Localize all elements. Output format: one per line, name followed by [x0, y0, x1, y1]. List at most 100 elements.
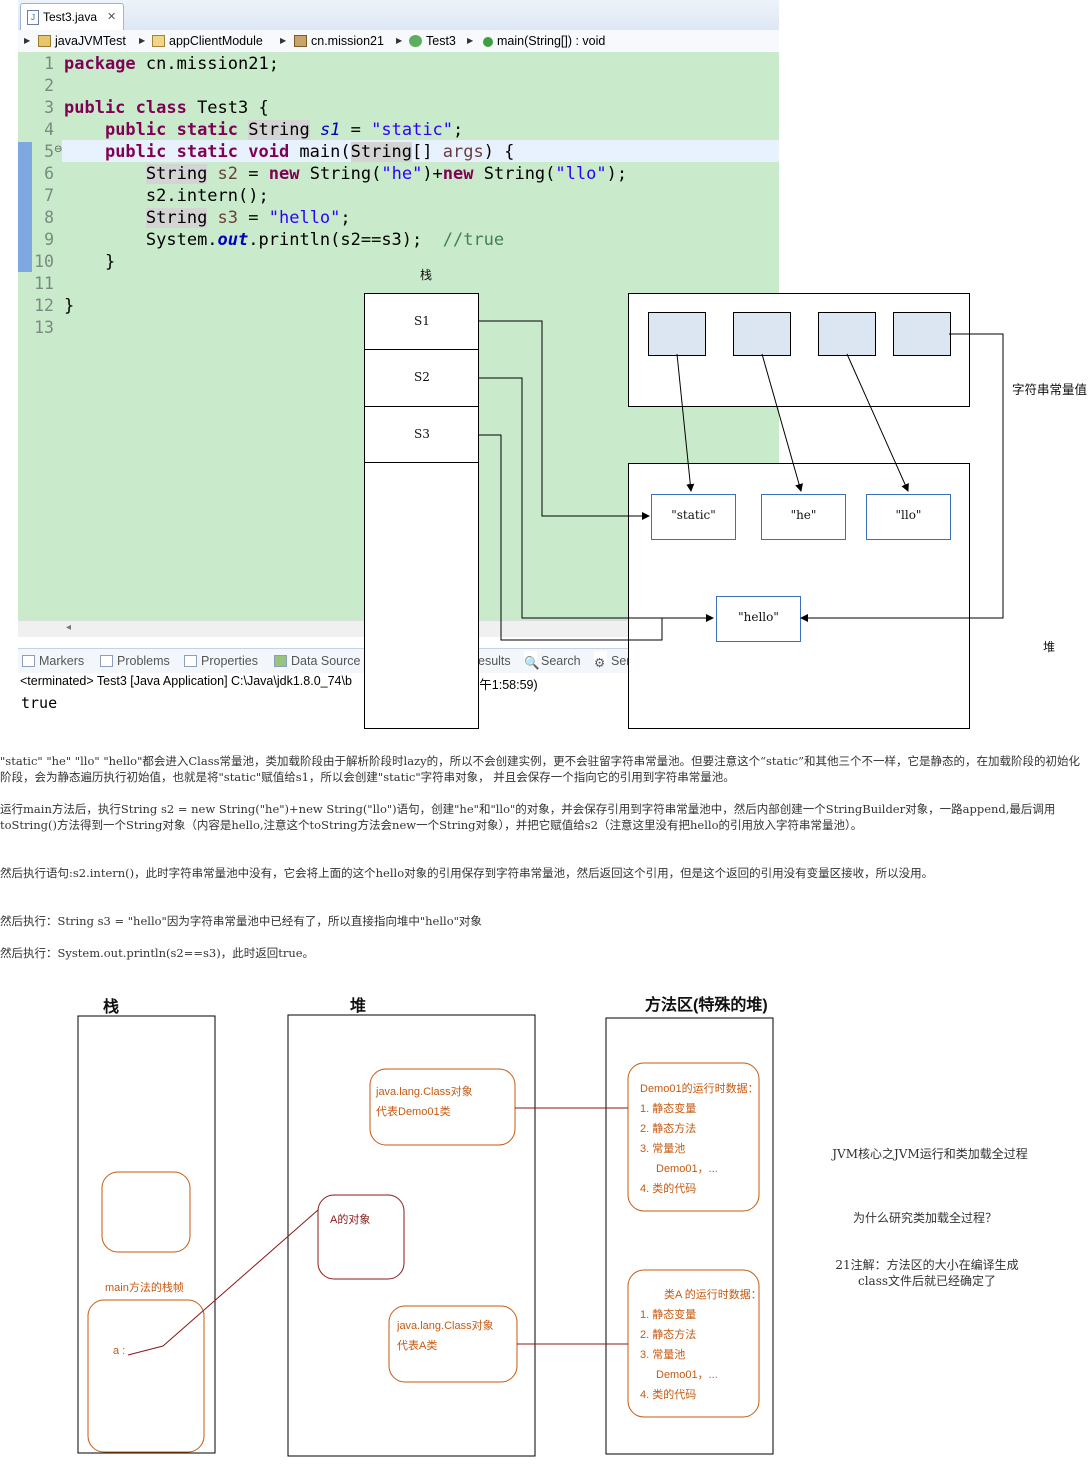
- heap-object-label: "hello": [738, 610, 779, 624]
- stack-slot-s1: S1: [414, 314, 430, 328]
- code-line-5: public static void main(String[] args) {: [104, 142, 515, 162]
- divider: [364, 462, 479, 463]
- arrow-pool-hello: [800, 333, 1004, 622]
- heap-object-label: "llo": [895, 508, 922, 522]
- line-number: 6: [44, 164, 54, 183]
- code-line-10: }: [104, 252, 116, 272]
- column-title-heap: 堆: [350, 998, 367, 1015]
- arrow-pool-he: [761, 353, 803, 492]
- chevron-right-icon: ▶: [396, 36, 403, 45]
- arrow-pool-llo: [846, 353, 909, 492]
- data-source-icon: [274, 655, 287, 667]
- code-line-8: String s3 = "hello";: [145, 208, 351, 228]
- a-object: [317, 1194, 405, 1280]
- terminated-label: <terminated> Test3 [Java Application] C:…: [20, 674, 352, 688]
- arrow-pool-static: [676, 353, 695, 492]
- explanation-paragraph-1: "static" "he" "llo" "hello"都会进入Class常量池，…: [0, 754, 1080, 784]
- runtime-data-a-text: 类A 的运行时数据： 1. 静态变量 2. 静态方法 3. 常量池 Demo01…: [640, 1289, 762, 1401]
- column-title-method-area: 方法区(特殊的堆): [645, 997, 768, 1014]
- heap-object-label: "he": [790, 508, 817, 522]
- console-output: true: [21, 694, 58, 712]
- tab-label: Test3.java: [43, 10, 98, 24]
- a-object-label: A的对象: [330, 1214, 371, 1226]
- heap-object-label: "static": [671, 508, 716, 522]
- code-line-4: public static String s1 = "static";: [104, 120, 464, 140]
- code-line-6: String s2 = new String("he")+new String(…: [145, 164, 628, 184]
- method-area: [605, 1017, 774, 1455]
- memory-areas: [77, 1014, 774, 1457]
- heap-object-static: [651, 494, 736, 540]
- pool-ref-1: [648, 312, 706, 356]
- line-number: 13: [34, 318, 54, 337]
- fold-icon[interactable]: ⊖: [54, 144, 63, 155]
- tab-markers[interactable]: Markers: [22, 649, 84, 673]
- divider: [364, 349, 479, 350]
- runtime-data-demo01-text: Demo01的运行时数据： 1. 静态变量 2. 静态方法 3. 常量池 Dem…: [640, 1083, 759, 1195]
- chevron-left-icon[interactable]: ◂: [66, 622, 72, 633]
- tab-search[interactable]: 🔍Search: [524, 649, 581, 673]
- properties-icon: [184, 655, 197, 667]
- line-number: 4: [44, 120, 54, 139]
- main-frame-label: main方法的栈帧: [105, 1282, 184, 1294]
- breadcrumb-source-folder[interactable]: appClientModule: [152, 30, 263, 52]
- chevron-right-icon: ▶: [280, 36, 287, 45]
- line-number: 5: [44, 142, 54, 161]
- breadcrumb-method[interactable]: main(String[]) : void: [483, 30, 605, 52]
- tab-properties[interactable]: Properties: [184, 649, 258, 673]
- chevron-right-icon: ▶: [24, 36, 31, 45]
- servers-icon: ⚙: [594, 651, 607, 670]
- method-icon: [483, 37, 493, 47]
- arrow-s3-hello: [479, 434, 663, 641]
- close-icon[interactable]: ✕: [107, 11, 117, 23]
- editor-tab-bar: J Test3.java ✕: [18, 0, 779, 31]
- heap-object-he: [761, 494, 846, 540]
- divider: [364, 406, 479, 407]
- pool-ref-3: [818, 312, 876, 356]
- explanation-paragraph-2: 运行main方法后，执行String s2 = new String("he")…: [0, 802, 1056, 832]
- link-a-to-object: [127, 1209, 319, 1356]
- note-jvm-process: JVM核心之JVM运行和类加载全过程: [832, 1147, 1028, 1161]
- runtime-data-demo01: [627, 1062, 760, 1212]
- class-icon: [409, 35, 422, 47]
- tab-problems[interactable]: Problems: [100, 649, 170, 673]
- tab-results[interactable]: esults: [478, 654, 511, 668]
- class-object-demo01: [369, 1068, 516, 1146]
- chevron-right-icon: ▶: [467, 36, 474, 45]
- folder-icon: [152, 35, 165, 47]
- project-icon: [38, 35, 51, 47]
- change-marker: [18, 142, 32, 272]
- tab-test3-java[interactable]: J Test3.java ✕: [20, 3, 124, 31]
- explanation-paragraph-3: 然后执行语句:s2.intern()，此时字符串常量池中没有，它会将上面的这个h…: [0, 866, 934, 880]
- line-number: 12: [34, 296, 54, 315]
- class-object-demo01-label: java.lang.Class对象代表Demo01类: [376, 1086, 473, 1118]
- markers-icon: [22, 655, 35, 667]
- line-number-gutter: 1 2 3 4 5 6 7 8 9 10 11 12 13 ⊖: [18, 52, 62, 636]
- line-number: 1: [44, 54, 54, 73]
- pool-label: 字符串常量值: [1012, 382, 1088, 397]
- code-line-9: System.out.println(s2==s3); //true: [145, 230, 505, 250]
- breadcrumb-class[interactable]: Test3: [409, 30, 456, 52]
- stack-title: 栈: [420, 268, 433, 282]
- var-a-label: a :: [113, 1345, 126, 1357]
- explanation-paragraph-5: 然后执行：System.out.println(s2==s3)，此时返回true…: [0, 946, 315, 960]
- main-stack-frame: [87, 1299, 205, 1453]
- breadcrumb-project[interactable]: javaJVMTest: [38, 30, 126, 52]
- problems-icon: [100, 655, 113, 667]
- column-title-stack: 栈: [103, 999, 120, 1016]
- line-number: 8: [44, 208, 54, 227]
- line-number: 10: [34, 252, 54, 271]
- breadcrumb-package[interactable]: cn.mission21: [294, 30, 384, 52]
- code-line-1: package cn.mission21;: [64, 54, 279, 74]
- arrow-s1-static: [479, 320, 650, 520]
- empty-frame: [101, 1171, 191, 1253]
- heap-object-llo: [866, 494, 951, 540]
- tab-data-source[interactable]: Data Source: [274, 649, 360, 673]
- stack-box: [364, 293, 479, 729]
- code-line-3: public class Test3 {: [64, 98, 269, 118]
- line-number: 9: [44, 230, 54, 249]
- heap-object-hello: [716, 596, 801, 642]
- heap-area: [287, 1014, 536, 1457]
- tab-servers[interactable]: ⚙Ser: [594, 649, 630, 673]
- note-why-study: 为什么研究类加载全过程？: [852, 1211, 997, 1225]
